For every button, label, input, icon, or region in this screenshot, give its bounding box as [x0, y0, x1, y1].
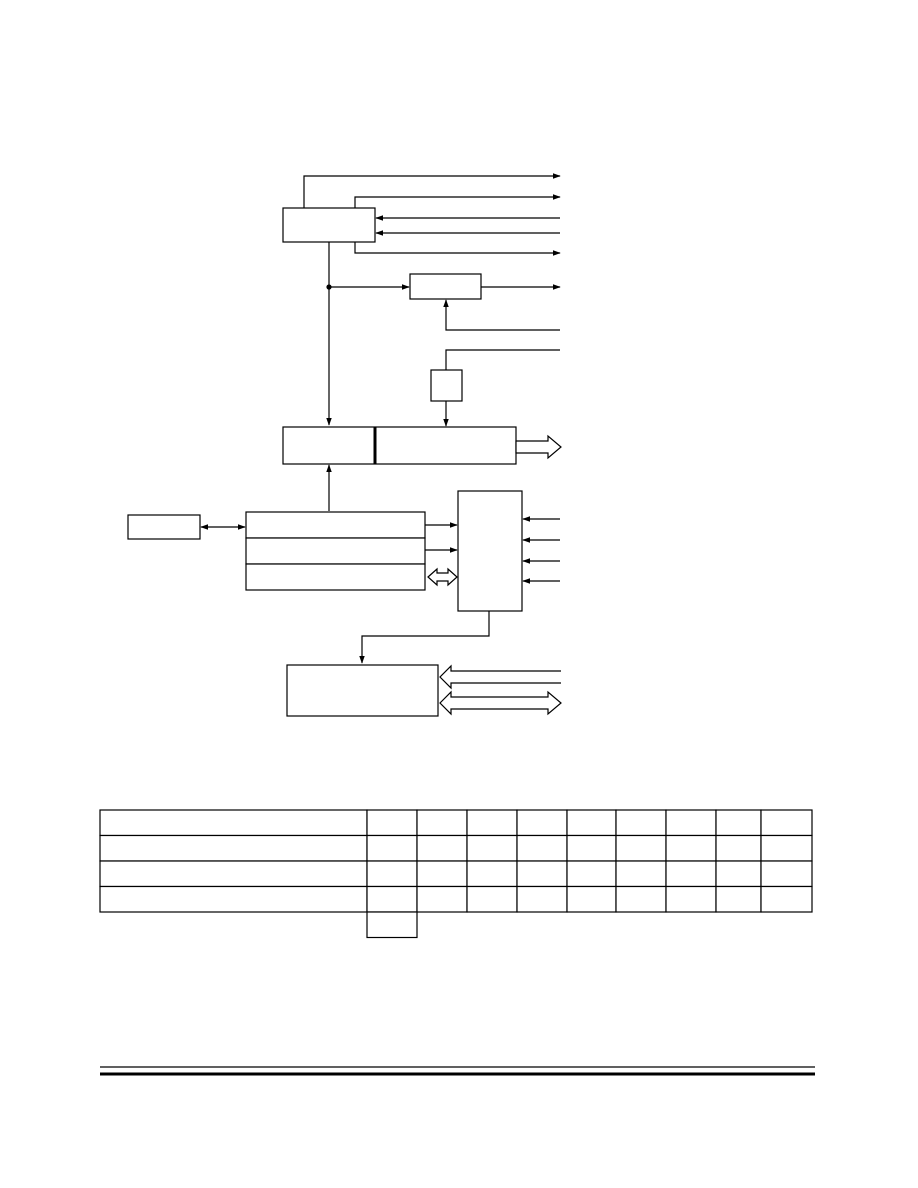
table-label-cell	[99, 860, 368, 888]
table-cell	[615, 885, 667, 913]
table-label-cell	[99, 885, 368, 913]
table-cell	[416, 885, 468, 913]
stack-row-2	[245, 537, 426, 565]
table-cell	[416, 860, 468, 888]
left-block	[127, 514, 201, 540]
stack-row-3-bidirectional-bus	[427, 567, 458, 587]
table-cell	[366, 809, 418, 837]
table-cell	[760, 809, 813, 837]
bottom-block	[286, 664, 439, 717]
table-cell	[366, 860, 418, 888]
table-cell	[665, 860, 717, 888]
table-cell	[516, 809, 568, 837]
table-label-cell	[99, 834, 368, 862]
table-cell	[615, 860, 667, 888]
small-tall-block	[430, 369, 463, 402]
table-cell	[760, 834, 813, 862]
table-cell	[715, 860, 762, 888]
table-cell	[366, 834, 418, 862]
table-cell	[366, 885, 418, 913]
table-cell	[715, 834, 762, 862]
table-grid	[99, 809, 813, 939]
table-cell	[516, 885, 568, 913]
table-cell	[566, 860, 617, 888]
stack-row-1	[245, 511, 426, 539]
table-cell	[566, 834, 617, 862]
stack-row-3	[245, 563, 426, 591]
table-cell	[715, 885, 762, 913]
mid-block	[409, 273, 482, 300]
table-cell	[715, 809, 762, 837]
mid-block-input	[443, 299, 560, 331]
table-cell	[516, 860, 568, 888]
output-line-2	[354, 194, 561, 208]
top-control-block	[282, 207, 376, 243]
table-extra-cell	[366, 911, 418, 939]
output-line-1	[303, 173, 561, 208]
tall-block	[457, 490, 523, 612]
bottom-input-bus	[439, 664, 561, 690]
table-cell	[566, 885, 617, 913]
table-cell	[665, 885, 717, 913]
register-output-bus	[515, 434, 562, 460]
table-cell	[416, 834, 468, 862]
table-cell	[566, 809, 617, 837]
table-cell	[466, 860, 518, 888]
table-cell	[615, 834, 667, 862]
table-cell	[466, 834, 518, 862]
table-cell	[466, 809, 518, 837]
table-cell	[416, 809, 468, 837]
tall-block-to-bottom-line	[359, 611, 490, 664]
small-block-input	[445, 349, 560, 370]
bottom-bidirectional-bus	[439, 690, 562, 716]
table-cell	[516, 834, 568, 862]
table-cell	[760, 860, 813, 888]
table-cell	[665, 809, 717, 837]
table-cell	[466, 885, 518, 913]
register-block	[282, 426, 517, 465]
output-line-3	[354, 242, 561, 256]
table-cell	[615, 809, 667, 837]
table-label-cell	[99, 809, 368, 837]
table-cell	[665, 834, 717, 862]
table-cell	[760, 885, 813, 913]
